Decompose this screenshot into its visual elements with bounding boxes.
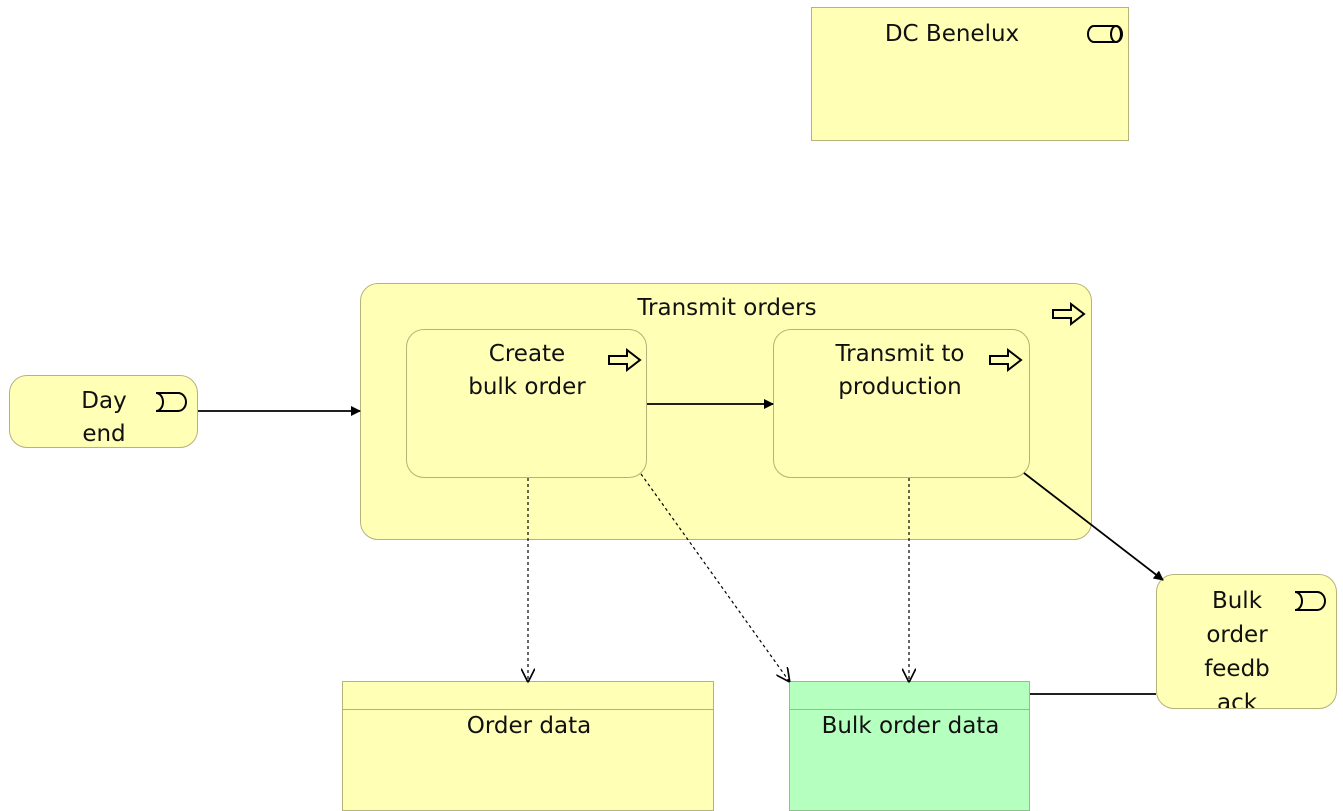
order-data-header-divider <box>343 709 713 710</box>
event-icon <box>155 392 187 412</box>
role-icon <box>1087 25 1123 43</box>
dc-benelux-role[interactable]: DC Benelux <box>811 7 1129 141</box>
day-end-event[interactable]: Day end <box>9 375 198 448</box>
event-icon <box>1294 591 1326 611</box>
day-end-label: Day end <box>81 388 127 447</box>
bulk-order-data-label: Bulk order data <box>821 713 1000 739</box>
bulk-order-feedback-label: Bulk order feedb ack <box>1204 588 1270 709</box>
order-data-object[interactable]: Order data <box>342 681 714 811</box>
transmit-to-production-process[interactable]: Transmit to production <box>773 329 1030 478</box>
process-arrow-icon <box>1052 302 1086 326</box>
create-bulk-order-process[interactable]: Create bulk order <box>406 329 647 478</box>
bulk-order-feedback-event[interactable]: Bulk order feedb ack <box>1156 574 1337 709</box>
process-arrow-icon <box>989 348 1023 372</box>
bulk-order-data-header-divider <box>790 709 1029 710</box>
transmit-to-production-label: Transmit to production <box>835 341 965 400</box>
order-data-label: Order data <box>466 713 592 739</box>
transmit-orders-label: Transmit orders <box>637 295 817 321</box>
process-arrow-icon <box>608 348 642 372</box>
create-bulk-order-label: Create bulk order <box>468 341 586 400</box>
bulk-order-data-object[interactable]: Bulk order data <box>789 681 1030 811</box>
dc-benelux-label: DC Benelux <box>884 21 1020 47</box>
